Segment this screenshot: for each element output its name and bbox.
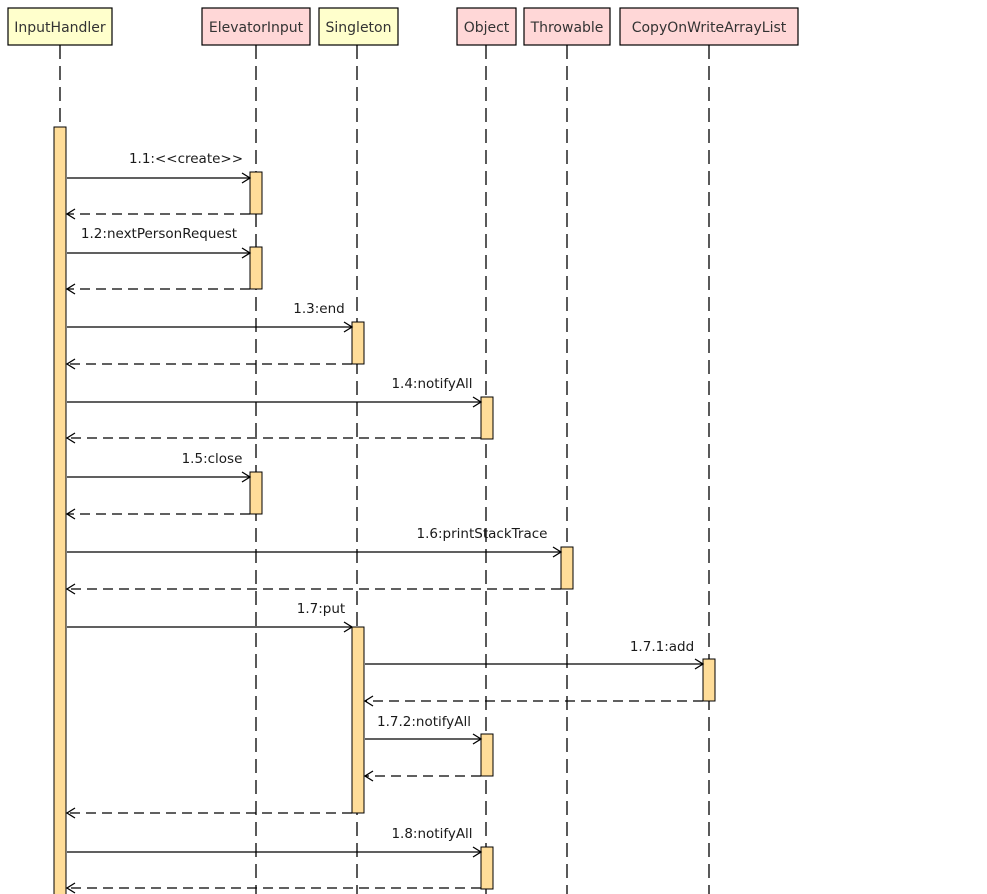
activation-box-6 xyxy=(560,546,574,590)
return-arrowhead-10 xyxy=(65,882,76,894)
return-arrowhead-6 xyxy=(65,583,76,595)
return-arrowhead-2 xyxy=(65,283,76,295)
message-label-6: 1.6:printStackTrace xyxy=(417,526,548,542)
message-label-3: 1.3:end xyxy=(293,301,344,317)
throwable-box xyxy=(523,7,611,46)
return-arrowhead-1 xyxy=(65,208,76,220)
copy_on_write_array_list-box xyxy=(619,7,799,46)
message-arrowhead-5 xyxy=(241,471,252,483)
copy_on_write_array_list-label: CopyOnWriteArrayList xyxy=(632,20,787,36)
message-arrowhead-7 xyxy=(343,621,354,633)
return-arrowhead-7 xyxy=(65,807,76,819)
message-label-4: 1.4:notifyAll xyxy=(391,376,472,392)
input-handler-activation xyxy=(53,126,67,894)
message-label-7: 1.7:put xyxy=(297,601,345,617)
throwable-label: Throwable xyxy=(530,20,604,36)
activation-box-9 xyxy=(480,733,494,777)
activation-box-4 xyxy=(480,396,494,440)
return-arrowhead-5 xyxy=(65,508,76,520)
message-arrowhead-6 xyxy=(552,546,563,558)
activation-box-2 xyxy=(249,246,263,290)
singleton-put-activation xyxy=(351,626,365,814)
object-box xyxy=(456,7,517,46)
message-label-9: 1.7.2:notifyAll xyxy=(377,714,471,730)
return-arrowhead-4 xyxy=(65,432,76,444)
message-arrowhead-2 xyxy=(241,247,252,259)
activation-box-1 xyxy=(249,171,263,215)
message-label-10: 1.8:notifyAll xyxy=(391,826,472,842)
singleton-label: Singleton xyxy=(326,20,392,36)
elevator_input-box xyxy=(201,7,311,46)
message-arrowhead-10 xyxy=(472,846,483,858)
return-arrowhead-3 xyxy=(65,358,76,370)
message-label-8: 1.7.1:add xyxy=(630,639,694,655)
activation-box-8 xyxy=(702,658,716,702)
activation-box-5 xyxy=(249,471,263,515)
input_handler-label: InputHandler xyxy=(14,20,106,36)
message-label-1: 1.1:<<create>> xyxy=(129,151,243,167)
message-arrowhead-1 xyxy=(241,172,252,184)
message-arrowhead-4 xyxy=(472,396,483,408)
message-label-2: 1.2:nextPersonRequest xyxy=(81,226,237,242)
object-label: Object xyxy=(464,20,510,36)
activation-box-10 xyxy=(480,846,494,890)
message-arrowhead-3 xyxy=(343,321,354,333)
elevator_input-label: ElevatorInput xyxy=(209,20,304,36)
return-arrowhead-8 xyxy=(363,695,374,707)
input_handler-box xyxy=(7,7,113,46)
return-arrowhead-9 xyxy=(363,770,374,782)
message-label-5: 1.5:close xyxy=(182,451,243,467)
activation-box-3 xyxy=(351,321,365,365)
message-arrowhead-9 xyxy=(472,733,483,745)
singleton-box xyxy=(318,7,399,46)
message-arrowhead-8 xyxy=(694,658,705,670)
